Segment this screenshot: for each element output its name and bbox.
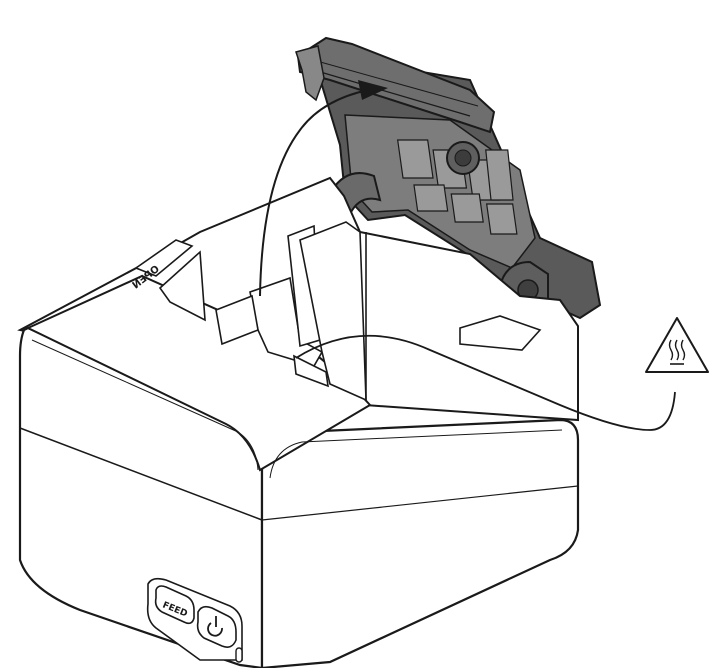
body-seam-line: [19, 427, 263, 521]
power-button[interactable]: [196, 605, 237, 648]
feed-button[interactable]: FEED: [154, 585, 195, 625]
hot-surface-warning-icon: [645, 317, 709, 373]
power-icon: [207, 616, 223, 637]
body-right-face: [260, 418, 580, 668]
cover-ribs: [396, 139, 518, 235]
power-indicator: [235, 647, 243, 663]
compartment-right-floor: [459, 315, 542, 351]
compartment-left-wall: [158, 250, 206, 322]
control-panel: FEED: [146, 577, 243, 663]
paper-path-arrow: [259, 80, 388, 297]
paper-compartment: [158, 221, 542, 402]
warning-leader-line: [295, 334, 676, 431]
cover-left-clip: [295, 45, 325, 102]
arrow-head: [358, 80, 388, 100]
